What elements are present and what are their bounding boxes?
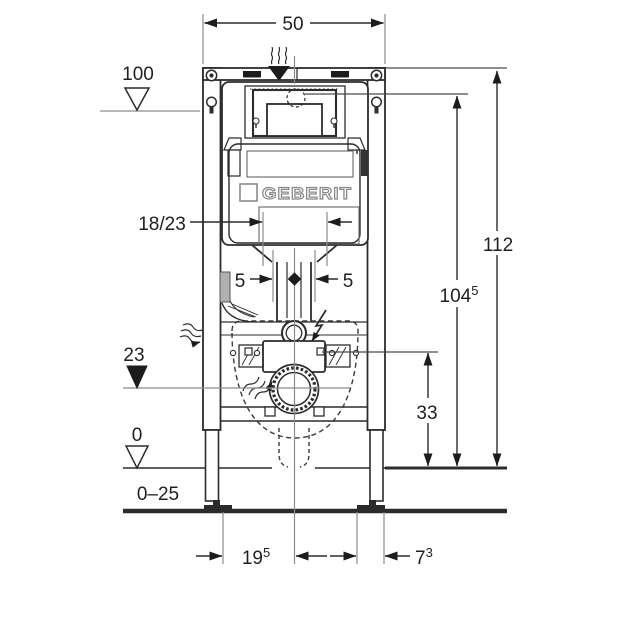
flow-arrow-left-icon — [179, 323, 204, 348]
dim-level-100: 100 — [122, 64, 154, 85]
left-leg — [204, 429, 220, 502]
dim-height-cistern: 1045 — [440, 283, 479, 307]
wc-pan-outline — [231, 320, 359, 468]
leader-lines — [305, 67, 507, 353]
top-slot-right — [331, 71, 349, 78]
cistern: GEBERIT — [221, 81, 369, 263]
right-rail — [366, 67, 386, 431]
screw-icon — [205, 69, 383, 82]
dim-bottom-right: 73 — [415, 545, 433, 569]
steam-icon — [270, 46, 288, 65]
dim-height-total: 112 — [483, 235, 513, 256]
geberit-logo: GEBERIT — [239, 183, 352, 204]
level-triangle-open-100 — [123, 87, 151, 112]
dim-bottom-center: 195 — [242, 545, 270, 569]
level-markers — [123, 87, 151, 470]
dim-level-23: 23 — [123, 345, 144, 366]
right-clip — [347, 137, 366, 151]
inlet-funnel-arrow-icon — [268, 66, 290, 81]
cistern-face — [228, 143, 361, 244]
dim-floor-buildup: 0–25 — [137, 484, 179, 505]
dim-frame-width: 50 — [282, 14, 303, 35]
supply-pipe — [219, 271, 231, 303]
reference-lines — [100, 14, 386, 564]
center-diamond — [287, 272, 302, 286]
level-triangle-filled-23 — [126, 365, 148, 390]
dim-outlet-height: 33 — [416, 403, 437, 424]
right-latch — [361, 150, 368, 176]
flush-plate-opening — [266, 103, 323, 137]
left-rail — [202, 67, 222, 431]
logo-square — [239, 183, 258, 202]
fill-valve — [227, 149, 241, 177]
dim-level-0: 0 — [132, 425, 143, 446]
right-leg — [369, 429, 384, 502]
supply-connection-dashed-circle — [286, 88, 306, 108]
dim-offset-right: 5 — [343, 271, 354, 292]
top-slot-left — [243, 71, 261, 78]
mounting-frame — [202, 67, 386, 511]
bolt-icon — [205, 96, 383, 114]
right-foot — [357, 500, 385, 511]
floor-lines — [123, 466, 507, 514]
left-foot — [204, 500, 232, 511]
level-triangle-open-0 — [124, 445, 150, 470]
flush-pipe — [276, 262, 312, 322]
brand-text: GEBERIT — [262, 184, 352, 203]
lightning-arrow-icon — [311, 309, 327, 342]
dim-offset-left: 5 — [235, 271, 246, 292]
dim-flush-pipe: 18/23 — [138, 214, 186, 235]
dimension-labels: 50 100 18/23 5 5 23 0 0–25 112 1045 33 1… — [122, 14, 513, 569]
